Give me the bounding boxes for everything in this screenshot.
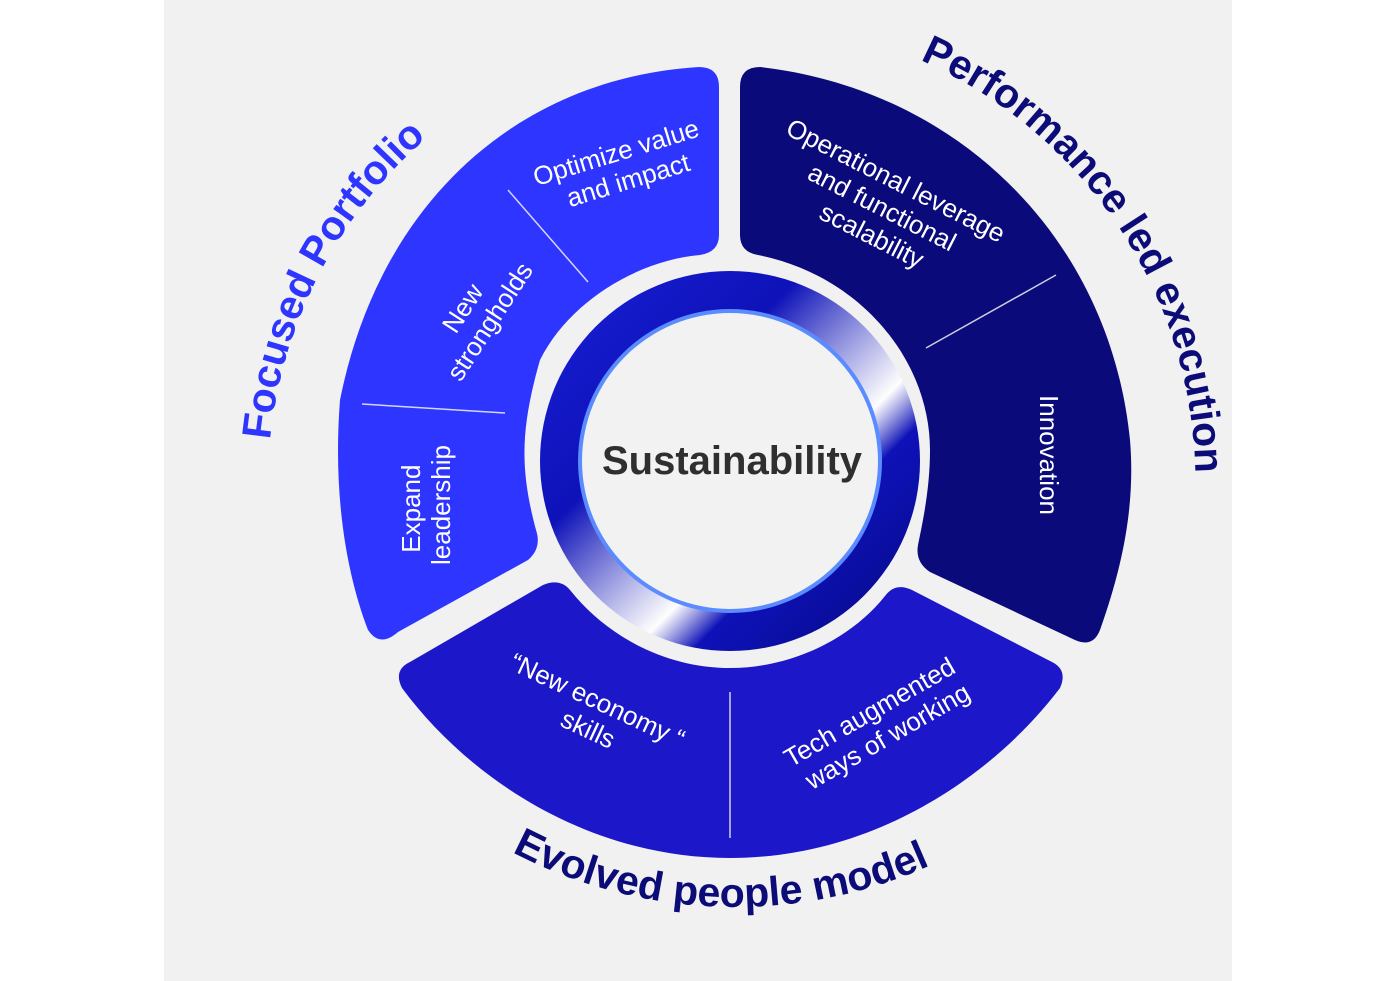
divider-optimize-strongholds xyxy=(507,189,589,283)
segment-evolved-people xyxy=(398,582,1063,858)
center-label: Sustainability xyxy=(602,439,863,483)
item-expand-leadership: Expand leadership xyxy=(396,445,456,565)
segment-focused-portfolio xyxy=(338,67,719,640)
divider-operational-innovation xyxy=(925,274,1057,349)
item-expand-leadership-line1: Expand xyxy=(396,465,426,553)
segment-performance-execution xyxy=(740,67,1132,643)
center-circle xyxy=(582,313,878,609)
divider-strongholds-expand xyxy=(361,403,506,414)
item-innovation: Innovation xyxy=(1034,395,1064,515)
item-expand-leadership-line2: leadership xyxy=(426,445,456,565)
